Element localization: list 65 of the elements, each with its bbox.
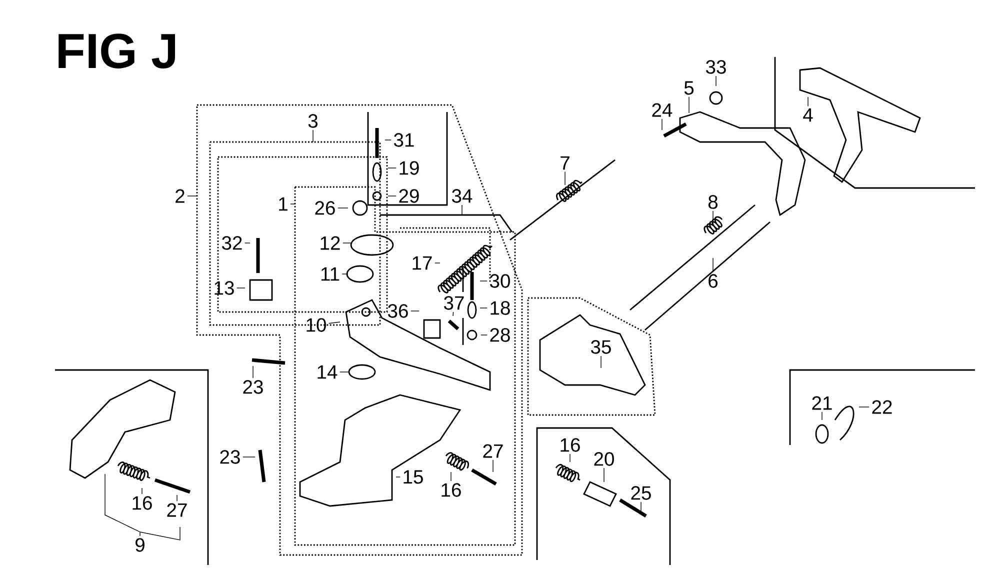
callout-number: 21 xyxy=(812,396,832,410)
callout-number: 37 xyxy=(444,296,464,310)
leader-line xyxy=(242,456,256,458)
callout-number: 12 xyxy=(320,236,340,250)
leader-line xyxy=(244,242,250,244)
callout-number: 18 xyxy=(490,301,510,315)
title: FIG J xyxy=(58,34,176,68)
callout-number: 13 xyxy=(214,281,234,295)
callout-number: 28 xyxy=(490,328,510,342)
leader-line xyxy=(452,312,454,316)
callout-number: 7 xyxy=(560,156,570,170)
callout-number: 25 xyxy=(631,486,651,500)
callout-number: 27 xyxy=(483,444,503,458)
callout-number: 17 xyxy=(412,256,432,270)
callout-number: 19 xyxy=(400,161,419,175)
callout-number: 14 xyxy=(318,365,338,379)
leader-line xyxy=(450,472,452,482)
callout-number: 5 xyxy=(684,81,694,95)
callout-number: 6 xyxy=(708,274,718,288)
leader-line xyxy=(640,502,642,512)
callout-number: 32 xyxy=(222,236,242,250)
callout-number: 15 xyxy=(404,470,423,484)
callout-number: 31 xyxy=(394,133,414,147)
callout-number: 9 xyxy=(136,538,144,552)
callout-number: 23 xyxy=(243,380,263,394)
leader-line xyxy=(688,96,690,114)
callout-number: 24 xyxy=(652,103,672,117)
callout-number: 16 xyxy=(132,496,152,510)
callout-number: 4 xyxy=(803,108,813,122)
callout-number: 27 xyxy=(167,503,187,517)
callout-number: 29 xyxy=(399,189,419,203)
leader-line xyxy=(328,322,340,324)
leader-line xyxy=(312,130,314,142)
callout-number: 22 xyxy=(872,400,892,414)
leader-line xyxy=(480,334,488,336)
callout-number: 3 xyxy=(308,114,318,128)
callout-number: 34 xyxy=(452,189,472,203)
leader-line xyxy=(858,406,870,408)
callout-number: 8 xyxy=(708,195,718,209)
callout-number: 10 xyxy=(306,318,326,332)
callout-number: 36 xyxy=(388,304,408,318)
callout-number: 30 xyxy=(490,274,510,288)
leader-line xyxy=(492,460,494,472)
callout-number: 16 xyxy=(442,483,461,497)
leader-line xyxy=(176,494,178,502)
leader-line xyxy=(252,366,254,378)
leader-line xyxy=(342,242,352,244)
leader-line xyxy=(396,476,400,478)
callout-number: 1 xyxy=(279,197,288,211)
leader-line xyxy=(600,356,602,368)
leader-line xyxy=(712,258,714,272)
leader-line xyxy=(712,210,714,224)
callout-number: 23 xyxy=(220,450,240,464)
callout-number: 33 xyxy=(706,60,726,74)
leader-line xyxy=(480,280,488,282)
callout-number: 35 xyxy=(591,340,611,354)
leader-line xyxy=(564,171,566,186)
callout-number: 11 xyxy=(321,267,340,281)
callout-number: 2 xyxy=(176,189,184,203)
callout-number: 16 xyxy=(560,438,580,452)
callout-number: 26 xyxy=(315,201,335,215)
leader-line xyxy=(410,310,420,312)
callout-number: 20 xyxy=(594,452,614,466)
leader-line xyxy=(104,474,180,540)
leader-line xyxy=(434,262,440,264)
